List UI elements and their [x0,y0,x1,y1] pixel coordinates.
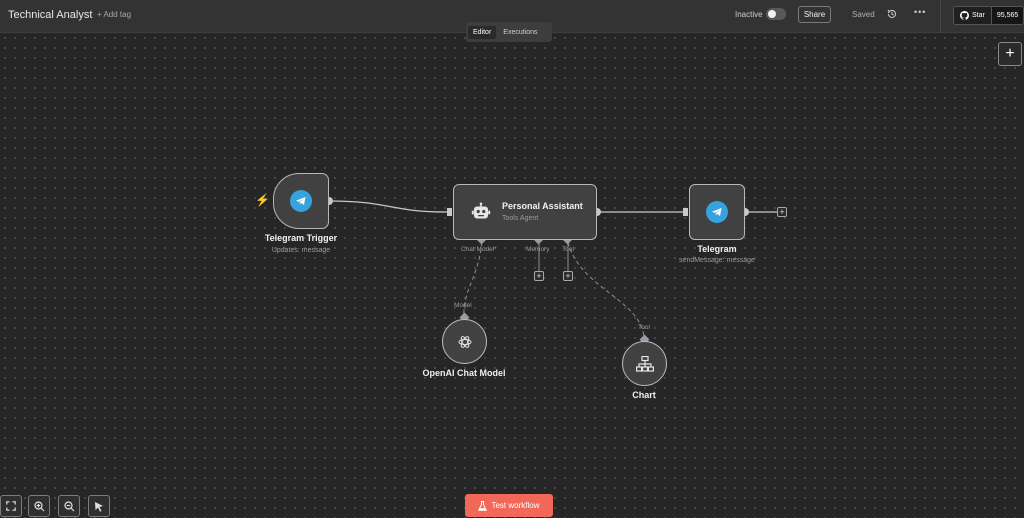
port-label-tool: Tool [638,324,650,331]
node-openai-chat-model[interactable] [442,319,487,364]
history-icon[interactable] [886,8,898,20]
sitemap-icon [635,355,654,372]
add-memory-button[interactable]: + [534,271,544,281]
status-label: Inactive [735,10,763,19]
telegram-icon [290,190,312,212]
openai-icon [458,335,471,348]
port-label-tool: Tool [562,246,574,253]
node-chart[interactable] [622,341,667,386]
port-label-chat-model: Chat Model* [461,246,497,253]
test-workflow-label: Test workflow [491,501,540,510]
workflow-title[interactable]: Technical Analyst [8,9,93,21]
node-telegram-trigger[interactable] [273,173,329,229]
connection-model [463,241,483,320]
github-star-count: 95,565 [990,7,1024,24]
active-toggle[interactable] [766,8,786,20]
connection-trigger-agent [328,200,448,213]
trigger-bolt-icon: ⚡ [255,193,270,207]
add-tool-button[interactable]: + [563,271,573,281]
node-title: OpenAI Chat Model [422,368,506,378]
node-title: Telegram Trigger [264,233,338,243]
port-label-model: Model [454,302,472,309]
robot-icon [471,202,491,219]
telegram-icon [706,201,728,223]
pointer-icon[interactable] [88,495,110,517]
tab-executions[interactable]: Executions [503,28,538,36]
view-tabs: Editor Executions [466,22,552,42]
github-icon [960,11,969,20]
workflow-canvas[interactable] [0,33,1024,518]
flask-icon [478,500,488,511]
divider [940,0,941,33]
tab-editor[interactable]: Editor [468,25,497,39]
github-star-widget[interactable]: Star 95,565 [953,6,1024,25]
saved-status: Saved [852,10,875,19]
node-title: Telegram [697,244,737,254]
toggle-knob [768,10,776,18]
add-next-node-button[interactable]: + [777,207,787,217]
node-title: Personal Assistant [502,201,583,211]
node-subtitle: Tools Agent [502,215,539,222]
node-telegram[interactable] [689,184,745,240]
more-options-icon[interactable]: ••• [914,7,927,17]
github-star-label: Star [972,12,985,19]
share-button[interactable]: Share [798,6,831,23]
fit-view-icon[interactable] [0,495,22,517]
zoom-out-icon[interactable] [58,495,80,517]
node-subtitle: sendMessage: message [679,257,755,264]
add-tag-link[interactable]: + Add tag [97,10,132,19]
node-title: Chart [632,390,656,400]
input-handle [683,208,688,216]
node-personal-assistant[interactable]: Personal Assistant Tools Agent [453,184,597,240]
github-star-button[interactable]: Star [954,7,991,24]
node-subtitle: Updates: message [271,247,331,254]
connection-tool [567,241,645,342]
port-label-memory: Memory [526,246,550,253]
add-node-button[interactable]: + [998,42,1022,66]
zoom-in-icon[interactable] [28,495,50,517]
test-workflow-button[interactable]: Test workflow [465,494,553,517]
input-handle [447,208,452,216]
